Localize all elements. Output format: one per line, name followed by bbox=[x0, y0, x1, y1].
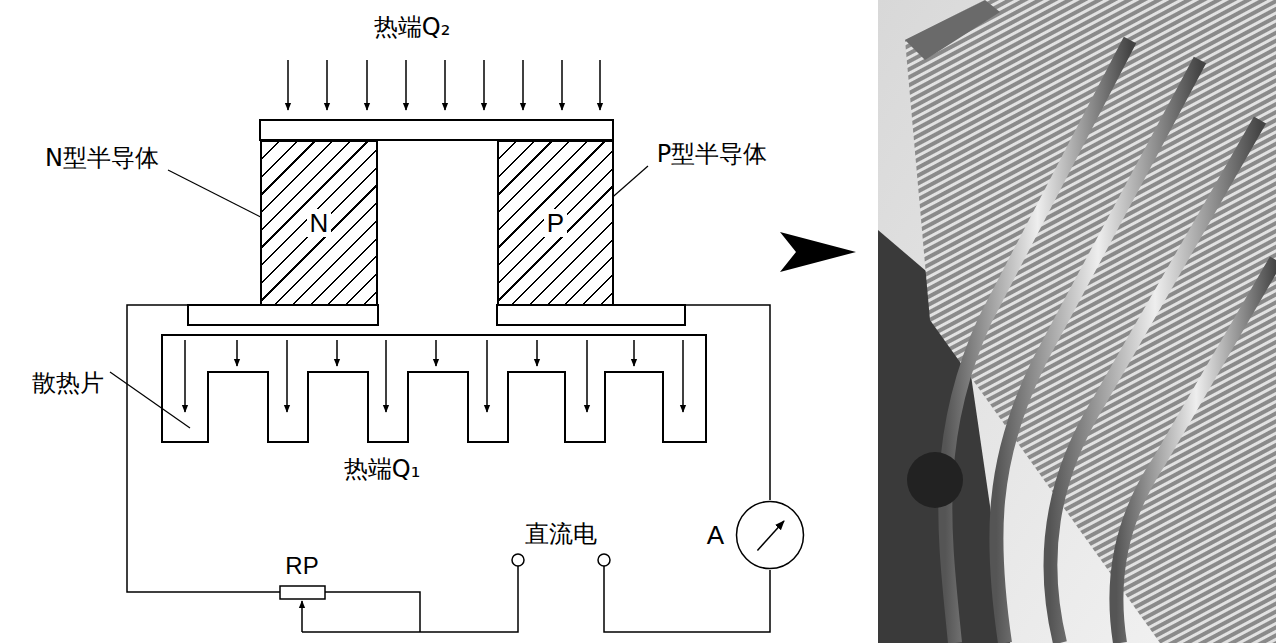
wire bbox=[685, 305, 770, 500]
heat-sink-arrows bbox=[185, 340, 683, 412]
node-letter: P bbox=[544, 209, 567, 238]
fin-frame bbox=[905, 0, 1000, 60]
terminal bbox=[598, 554, 610, 566]
part-label: N型半导体 bbox=[45, 145, 159, 171]
wire bbox=[127, 305, 280, 592]
heat-arrow bbox=[586, 340, 588, 412]
heat-arrow bbox=[444, 60, 446, 110]
p-type-block: P bbox=[497, 140, 614, 306]
left-plate bbox=[188, 305, 378, 325]
node-letter: A bbox=[704, 521, 727, 550]
heat-arrow bbox=[184, 340, 186, 412]
wire bbox=[604, 566, 770, 632]
heat-pipe bbox=[945, 40, 1130, 643]
top-plate bbox=[260, 120, 613, 140]
heat-arrow bbox=[633, 340, 635, 366]
heat-arrow bbox=[366, 60, 368, 110]
fan-hub bbox=[907, 452, 963, 508]
n-type-block: N bbox=[260, 140, 378, 306]
wire bbox=[325, 592, 420, 632]
heat-end-label: 热端Q₁ bbox=[344, 456, 421, 482]
terminal bbox=[512, 554, 524, 566]
supply-label: 直流电 bbox=[525, 521, 597, 547]
component-label: RP bbox=[285, 553, 318, 579]
heat-arrow bbox=[561, 60, 563, 110]
heat-arrow bbox=[483, 60, 485, 110]
ammeter: A bbox=[735, 500, 805, 570]
heat-arrow bbox=[287, 60, 289, 110]
meter-circle bbox=[737, 502, 804, 569]
heat-arrow bbox=[286, 340, 288, 412]
heat-end-label: 热端Q₂ bbox=[374, 14, 451, 40]
heat-arrow bbox=[336, 340, 338, 366]
part-label: P型半导体 bbox=[657, 141, 767, 167]
heat-pipe bbox=[1116, 260, 1276, 643]
heat-arrow bbox=[682, 340, 684, 412]
heat-arrow bbox=[405, 60, 407, 110]
pointer-arrow bbox=[780, 232, 856, 272]
heat-arrow bbox=[536, 340, 538, 366]
heat-arrow bbox=[486, 340, 488, 412]
leader-line bbox=[110, 372, 190, 428]
heat-arrow bbox=[522, 60, 524, 110]
heat-sink-photo bbox=[878, 0, 1276, 643]
wire bbox=[302, 566, 518, 632]
heat-arrow bbox=[599, 60, 601, 110]
heat-sink bbox=[162, 335, 706, 442]
meter-needle bbox=[757, 521, 784, 550]
circuit-wires bbox=[127, 305, 770, 632]
fin-stack bbox=[905, 0, 1276, 643]
heat-arrow bbox=[385, 340, 387, 412]
heat-pipe bbox=[1050, 120, 1260, 643]
rheostat-slider bbox=[301, 601, 303, 632]
photo-background bbox=[878, 0, 1276, 643]
heat-arrow bbox=[236, 340, 238, 366]
part-label: 散热片 bbox=[32, 370, 104, 396]
heat-arrow bbox=[435, 340, 437, 366]
ammeter-symbol bbox=[735, 500, 805, 570]
node-letter: N bbox=[307, 209, 332, 238]
heat-arrow bbox=[326, 60, 328, 110]
right-plate bbox=[497, 305, 685, 325]
rheostat-symbol bbox=[280, 586, 325, 599]
heat-arrows bbox=[288, 60, 600, 110]
heat-pipe bbox=[996, 60, 1200, 643]
